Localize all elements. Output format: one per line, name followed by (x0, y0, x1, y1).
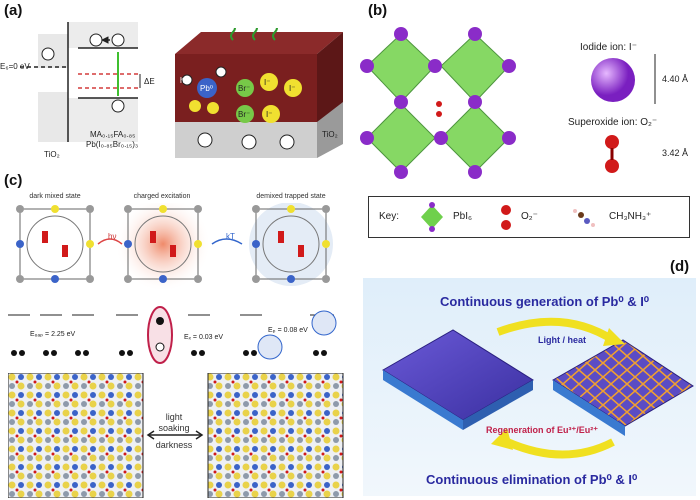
panel-d-tag: (d) (670, 258, 690, 275)
egap-label: E₆ₐₚ = 2.25 eV (30, 331, 76, 338)
d-arrow-bottom-label: Regeneration of Eu³⁺/Eu²⁺ (486, 425, 599, 435)
iodide-size: 4.40 Å (662, 74, 689, 84)
iodide-label-3: I⁻ (266, 110, 273, 119)
energy-levels (8, 306, 337, 364)
tio2-label-right: TiO₂ (322, 130, 338, 139)
hole-label: h⁺ (180, 76, 189, 85)
ex-label: Eₓ = 0.03 eV (184, 334, 224, 341)
darkness-label: darkness (155, 440, 193, 450)
br-label-1: Br⁻ (238, 84, 251, 93)
lattice-snapshots (8, 373, 344, 498)
light-label: light (165, 412, 183, 422)
crystal-structure (360, 27, 516, 179)
state1-label: dark mixed state (29, 193, 81, 200)
delta-e-label: ΔE (144, 77, 155, 86)
state3-label: demixed trapped state (256, 193, 326, 200)
o2-icon (501, 205, 511, 230)
ep-label: Eₚ = 0.08 eV (268, 327, 308, 334)
superoxide-size: 3.42 Å (662, 148, 689, 158)
formula-line2: Pb(I₀.₈₅Br₀.₁₅)₃ (86, 140, 139, 149)
br-label-2: Br⁻ (238, 110, 251, 119)
panel-b-tag: (b) (368, 2, 388, 19)
key-box: Key: PbI₆ O₂⁻ CH₃NH₃⁺ (368, 196, 690, 238)
d-title-bottom: Continuous elimination of Pb⁰ & I⁰ (426, 472, 638, 487)
arrow2-label: kT (226, 232, 235, 241)
perovskite-slab (175, 28, 343, 158)
d-title-top: Continuous generation of Pb⁰ & I⁰ (440, 294, 650, 309)
superoxide-label: Superoxide ion: O₂⁻ (568, 117, 658, 128)
iodide-sphere (591, 58, 635, 102)
iodide-ion-label: Iodide ion: I⁻ (580, 42, 637, 53)
panel-a-tag: (a) (4, 2, 23, 19)
formula-line1: MA₀.₁₅FA₀.₈₅ (90, 130, 136, 139)
tio2-label-left: TiO₂ (44, 150, 60, 159)
pb-label: Pb⁰ (200, 84, 213, 93)
film-degradation-diagram (382, 317, 694, 459)
panel-c-tag: (c) (4, 172, 23, 189)
iodide-size-arrow (654, 54, 656, 104)
pbi6-icon (421, 202, 443, 232)
energy-band-diagram (20, 22, 141, 142)
key-mea: CH₃NH₃⁺ (609, 211, 652, 222)
methylammonium-icon (573, 209, 595, 227)
state2-label: charged excitation (133, 193, 191, 200)
key-o2: O₂⁻ (521, 211, 538, 222)
superoxide-molecule (605, 135, 619, 173)
eb-label: E₆=0 eV (0, 62, 30, 71)
key-pbi6: PbI₆ (453, 211, 473, 222)
soaking-label: soaking (158, 423, 190, 433)
key-title: Key: (379, 211, 400, 222)
iodide-label-2: I⁻ (289, 84, 296, 93)
iodide-label-1: I⁻ (264, 78, 271, 87)
arrow1-label: hν (108, 232, 117, 241)
d-arrow-top-label: Light / heat (538, 335, 586, 345)
lattice-states (16, 203, 333, 292)
